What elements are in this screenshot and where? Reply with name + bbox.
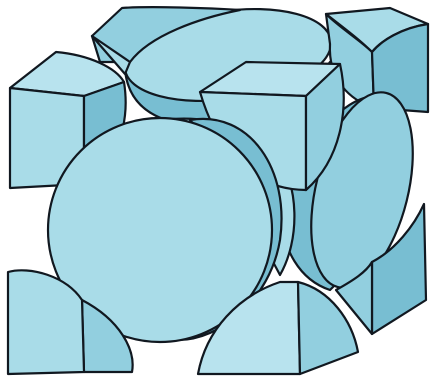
unit-cell-diagram <box>0 0 430 388</box>
